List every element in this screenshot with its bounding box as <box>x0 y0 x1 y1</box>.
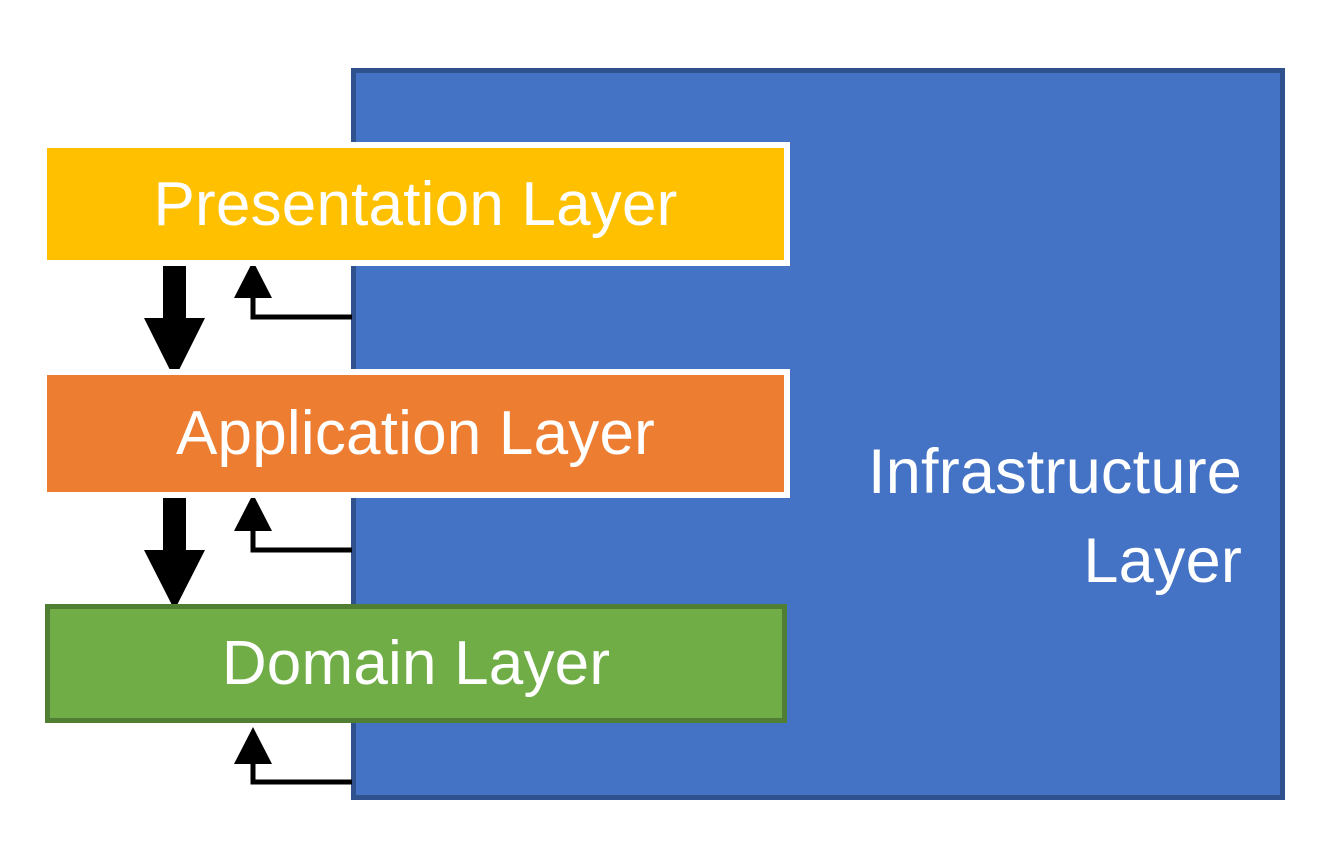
block-arrow-application-to-domain <box>144 494 205 610</box>
presentation-layer-label: Presentation Layer <box>153 169 678 239</box>
line-arrow-infrastructure-to-presentation <box>234 261 352 320</box>
infrastructure-layer-label: Infrastructure Layer <box>868 437 1242 597</box>
presentation-layer-box[interactable]: Presentation Layer <box>41 142 790 266</box>
line-arrow-infrastructure-to-application <box>234 494 352 553</box>
domain-layer-label: Domain Layer <box>221 629 611 698</box>
application-layer-box[interactable]: Application Layer <box>41 369 790 498</box>
line-arrow-infrastructure-to-domain <box>234 727 352 785</box>
domain-layer-box[interactable]: Domain Layer <box>45 604 787 723</box>
block-arrow-presentation-to-application <box>144 262 205 379</box>
application-layer-label: Application Layer <box>175 399 656 468</box>
